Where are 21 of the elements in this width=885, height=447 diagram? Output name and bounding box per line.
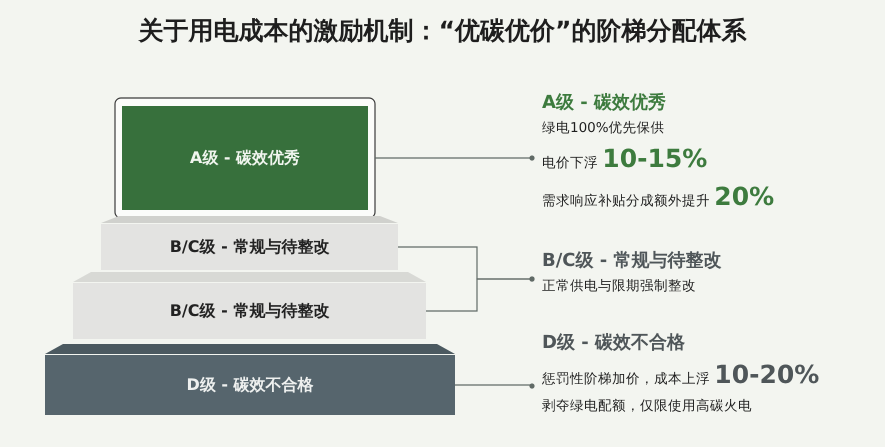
tier-description: 需求响应补贴分成额外提升 20% [542,182,776,212]
connector-line [455,383,535,389]
tier-description: 绿电100%优先保供 [542,120,666,136]
connector-line [426,276,535,312]
step-label: D级 - 碳效不合格 [186,374,314,396]
tier-description: 正常供电与限期强制整改 [542,278,697,294]
tier-description: 剥夺绿电配额，仅限使用高碳火电 [542,398,753,414]
step-label: A级 - 碳效优秀 [190,148,300,168]
title: 关于用电成本的激励机制：“优碳优价”的阶梯分配体系 [137,15,748,47]
pyramid-step [45,355,455,415]
pyramid-step [73,283,426,339]
tier-heading: A级 - 碳效优秀 [542,92,667,114]
connector-line [375,155,535,161]
tier-heading: B/C级 - 常规与待整改 [542,250,723,272]
pyramid-step [101,224,398,270]
tier-description: 惩罚性阶梯加价，成本上浮 10-20% [542,360,820,390]
step-label: B/C级 - 常规与待整改 [170,300,330,322]
step-label: B/C级 - 常规与待整改 [170,236,330,258]
tier-heading: D级 - 碳效不合格 [542,332,686,354]
pyramid-step [122,106,368,210]
tier-description: 电价下浮 10-15% [542,144,708,174]
